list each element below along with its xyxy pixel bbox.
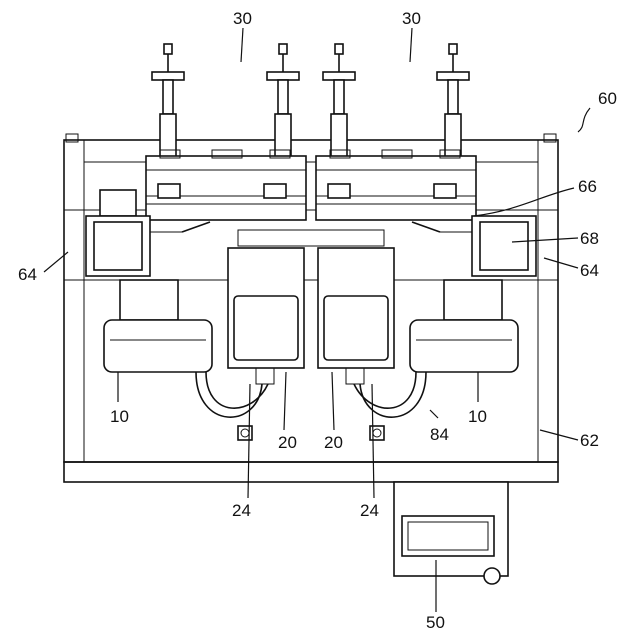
spindle-rod-2 bbox=[267, 44, 299, 158]
label-62: 62 bbox=[580, 431, 599, 450]
label-64-right: 64 bbox=[580, 261, 599, 280]
carriage-right bbox=[316, 150, 476, 220]
spindle-rod-1 bbox=[152, 44, 184, 158]
spindle-rod-4 bbox=[437, 44, 469, 158]
label-24-left: 24 bbox=[232, 501, 251, 520]
label-10-right: 10 bbox=[468, 407, 487, 426]
clamp-blocks bbox=[228, 230, 394, 384]
fittings bbox=[238, 426, 384, 440]
label-24-right: 24 bbox=[360, 501, 379, 520]
label-20-right: 20 bbox=[324, 433, 343, 452]
label-60: 60 bbox=[598, 89, 617, 108]
cups bbox=[104, 280, 518, 372]
tubes bbox=[196, 372, 426, 417]
label-68: 68 bbox=[580, 229, 599, 248]
controller-unit bbox=[394, 482, 508, 584]
label-84: 84 bbox=[430, 425, 449, 444]
spindle-rods bbox=[152, 44, 469, 158]
spindle-rod-3 bbox=[323, 44, 355, 158]
label-66: 66 bbox=[578, 177, 597, 196]
label-30-left: 30 bbox=[233, 9, 252, 28]
label-10-left: 10 bbox=[110, 407, 129, 426]
label-20-left: 20 bbox=[278, 433, 297, 452]
carriage-left bbox=[146, 150, 306, 220]
label-30-right: 30 bbox=[402, 9, 421, 28]
label-50: 50 bbox=[426, 613, 445, 632]
label-64-left: 64 bbox=[18, 265, 37, 284]
